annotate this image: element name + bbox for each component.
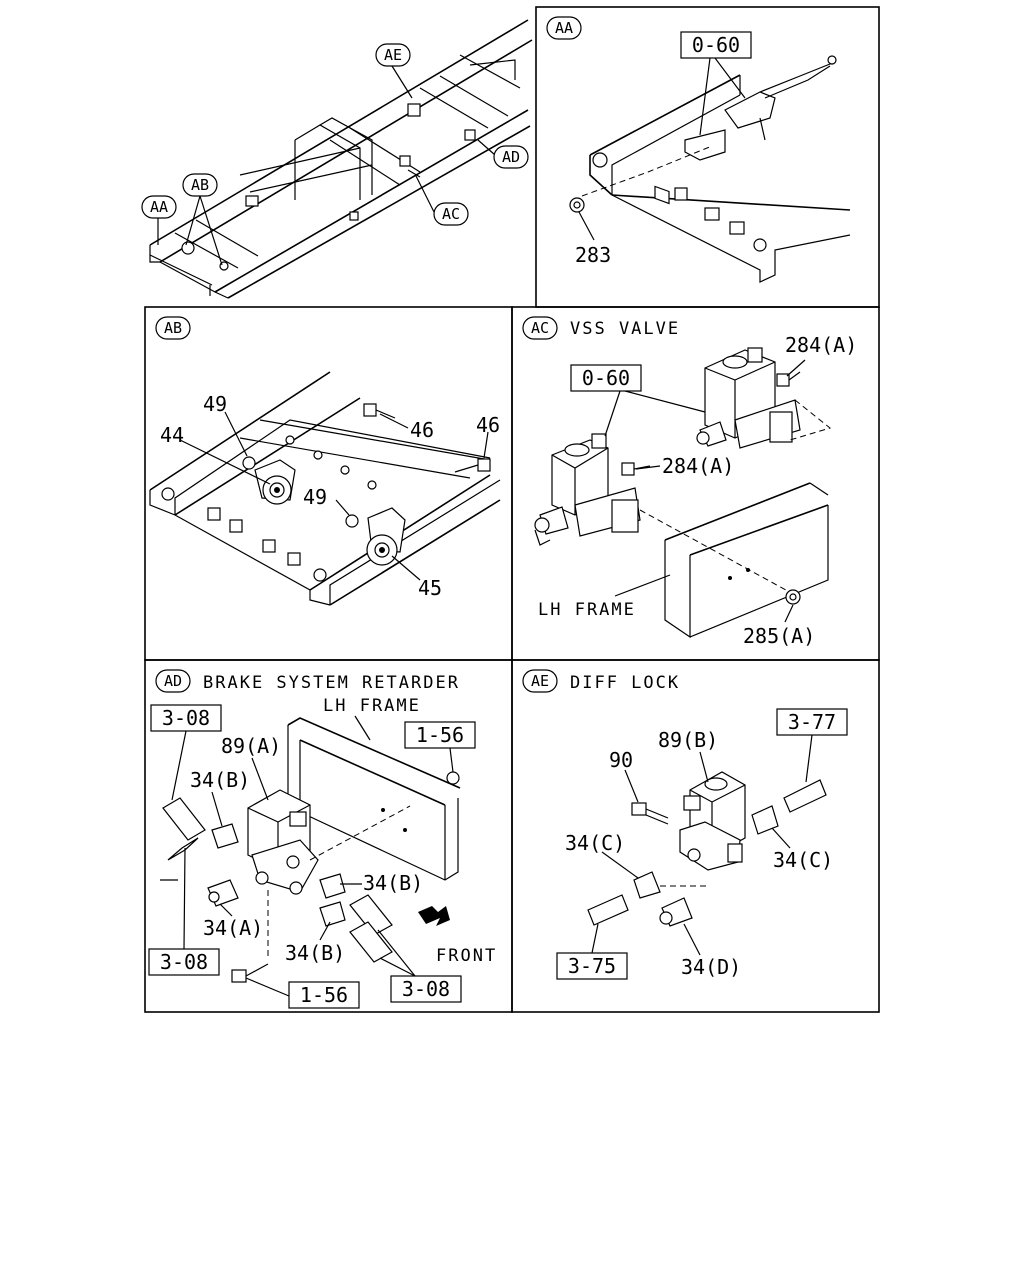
svg-text:AA: AA xyxy=(555,19,573,37)
part-46-label-right: 46 xyxy=(476,413,500,437)
lh-frame-label-ad: LH FRAME xyxy=(323,696,421,716)
part-284a-label-lower: 284(A) xyxy=(662,454,734,478)
svg-text:3-75: 3-75 xyxy=(568,954,616,978)
bolt-46-right-icon xyxy=(454,458,491,473)
part-90-label: 90 xyxy=(609,748,633,772)
part-284a-label: 284(A) xyxy=(785,333,857,357)
fitting-34b-lower-icon xyxy=(319,901,346,927)
nut-1-56-icon xyxy=(446,771,460,785)
bolt-284a-upper-icon xyxy=(776,371,801,387)
fitting-34c-right-icon xyxy=(751,805,779,835)
svg-text:3-77: 3-77 xyxy=(788,710,836,734)
ref-box-ad-3-08-bottom[interactable]: 3-08 xyxy=(390,975,462,1003)
overview-chassis-drawing xyxy=(149,19,533,299)
svg-text:AE: AE xyxy=(384,46,402,64)
ref-box-ad-1-56-top[interactable]: 1-56 xyxy=(404,721,476,749)
nut-49-upper-icon xyxy=(242,456,256,470)
part-283-label: 283 xyxy=(575,243,611,267)
callout-ad[interactable]: AD xyxy=(493,145,529,169)
front-label: FRONT xyxy=(436,946,497,966)
svg-text:AB: AB xyxy=(191,176,209,194)
bolt-1-56-icon xyxy=(231,963,269,983)
svg-text:0-60: 0-60 xyxy=(692,33,740,57)
part-34b-label-mid: 34(B) xyxy=(363,871,423,895)
ref-box-aa[interactable]: 0-60 xyxy=(680,31,752,59)
panel-ad-title: BRAKE SYSTEM RETARDER xyxy=(203,673,460,693)
ref-box-ae-3-75[interactable]: 3-75 xyxy=(556,952,628,980)
part-34a-label: 34(A) xyxy=(203,916,263,940)
front-arrow-icon xyxy=(418,906,450,926)
svg-text:AD: AD xyxy=(164,672,182,690)
svg-text:AB: AB xyxy=(164,319,182,337)
svg-text:3-08: 3-08 xyxy=(162,706,210,730)
nut-49-lower-icon xyxy=(345,514,359,528)
bolt-90-icon xyxy=(631,802,669,825)
fitting-34b-upper-icon xyxy=(211,823,239,849)
callout-aa[interactable]: AA xyxy=(141,195,177,219)
panel-frames xyxy=(144,6,880,1013)
part-34d-label: 34(D) xyxy=(681,955,741,979)
panel-ae-title: DIFF LOCK xyxy=(570,673,680,693)
svg-text:AA: AA xyxy=(150,198,168,216)
part-45-label: 45 xyxy=(418,576,442,600)
part-34b-label-lower: 34(B) xyxy=(285,941,345,965)
bolt-46-upper-icon xyxy=(363,403,396,419)
panel-ae: AE DIFF LOCK xyxy=(522,669,848,980)
part-89a-label: 89(A) xyxy=(221,734,281,758)
fitting-34a-icon xyxy=(207,879,239,907)
svg-text:AE: AE xyxy=(531,672,549,690)
part-34c-label-right: 34(C) xyxy=(773,848,833,872)
ref-box-ad-3-08-top[interactable]: 3-08 xyxy=(150,704,222,732)
part-49-label: 49 xyxy=(203,392,227,416)
part-285a-label: 285(A) xyxy=(743,624,815,648)
callout-ab[interactable]: AB xyxy=(182,173,218,197)
part-49-label-lower: 49 xyxy=(303,485,327,509)
callout-ae[interactable]: AE xyxy=(375,43,411,67)
fitting-34b-mid-icon xyxy=(319,873,346,899)
ref-box-ad-1-56-bottom[interactable]: 1-56 xyxy=(288,981,360,1009)
svg-text:3-08: 3-08 xyxy=(160,950,208,974)
ref-box-ae-3-77[interactable]: 3-77 xyxy=(776,708,848,736)
panel-ad: AD BRAKE SYSTEM RETARDER LH FRAME xyxy=(148,669,497,1009)
panel-ab: AB xyxy=(149,316,501,606)
svg-text:AC: AC xyxy=(531,319,549,337)
svg-text:0-60: 0-60 xyxy=(582,366,630,390)
ref-box-ad-3-08-left[interactable]: 3-08 xyxy=(148,948,220,976)
panel-ac-title: VSS VALVE xyxy=(570,319,680,339)
svg-text:1-56: 1-56 xyxy=(416,723,464,747)
svg-text:AD: AD xyxy=(502,148,520,166)
panel-aa: AA 0-60 283 xyxy=(546,16,851,283)
callout-ac[interactable]: AC xyxy=(433,202,469,226)
part-46-label: 46 xyxy=(410,418,434,442)
ref-box-ac[interactable]: 0-60 xyxy=(570,364,642,392)
fitting-34c-left-icon xyxy=(633,871,661,899)
part-34c-label-left: 34(C) xyxy=(565,831,625,855)
lh-frame-label-ac: LH FRAME xyxy=(538,600,636,620)
svg-text:3-08: 3-08 xyxy=(402,977,450,1001)
fitting-34d-icon xyxy=(659,897,693,927)
part-44-label: 44 xyxy=(160,423,184,447)
part-89b-label: 89(B) xyxy=(658,728,718,752)
panel-ac: AC VSS VALVE xyxy=(522,316,857,648)
overview-leaders xyxy=(157,65,496,266)
panel-aa-tag xyxy=(546,16,582,40)
svg-text:AC: AC xyxy=(442,205,460,223)
part-34b-label-upper: 34(B) xyxy=(190,768,250,792)
svg-text:1-56: 1-56 xyxy=(300,983,348,1007)
